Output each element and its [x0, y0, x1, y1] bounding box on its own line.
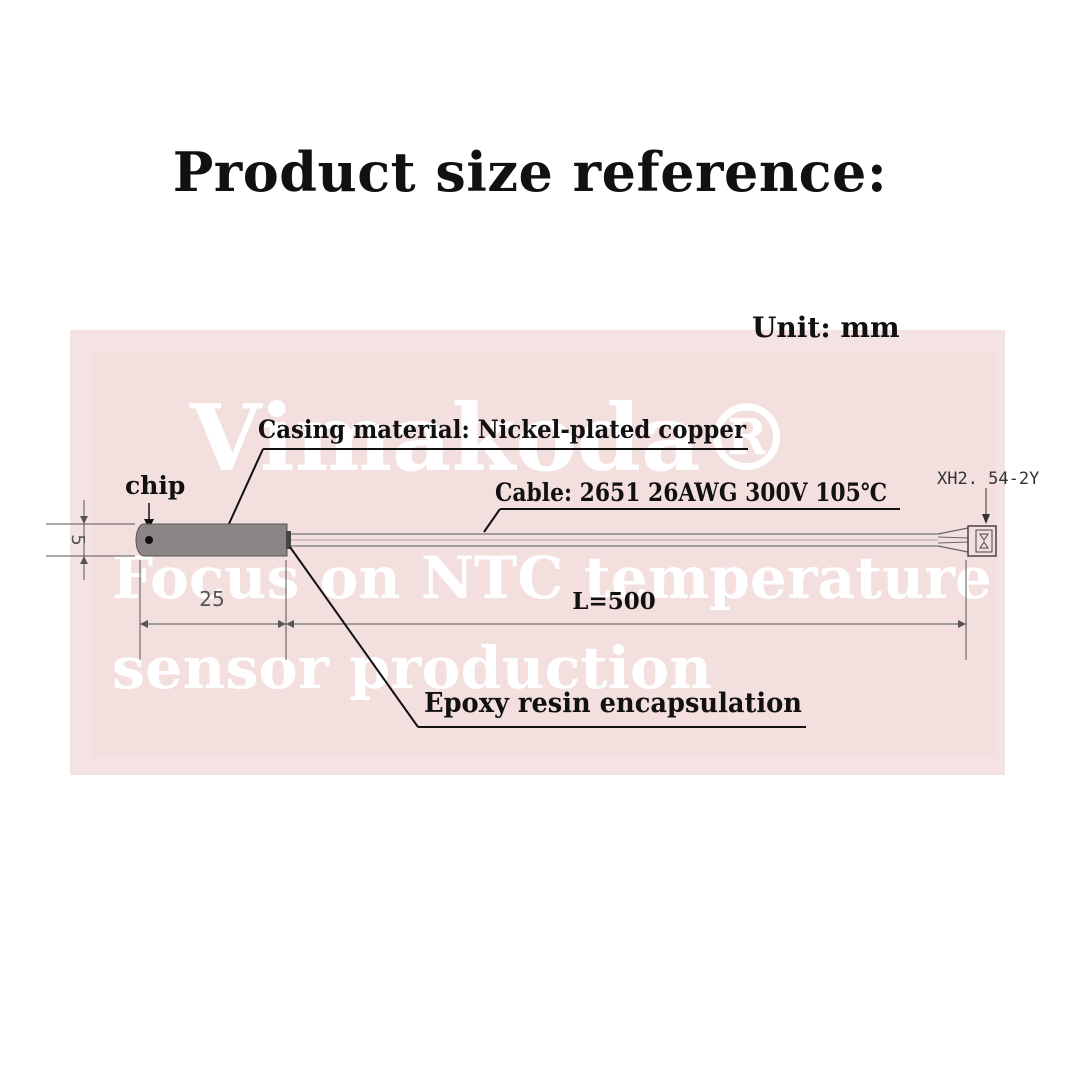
- unit-label: Unit: mm: [752, 311, 900, 344]
- cable-callout-label: Cable: 2651 26AWG 300V 105℃: [495, 478, 887, 507]
- watermark-brand: Vimakoda®: [189, 384, 793, 492]
- page-title: Product size reference:: [172, 140, 888, 204]
- watermark-line2: sensor production: [112, 634, 712, 702]
- probe-cable-collar: [286, 531, 291, 549]
- epoxy-callout-label: Epoxy resin encapsulation: [424, 688, 802, 719]
- casing-leader-line: [227, 448, 264, 527]
- diameter-value: 5: [67, 534, 88, 545]
- cable-leader-line: [483, 508, 501, 533]
- probe-length-dimension: [139, 560, 287, 660]
- connector-label: XH2. 54-2Y: [937, 469, 1039, 489]
- casing-callout-label: Casing material: Nickel-plated copper: [258, 415, 747, 444]
- epoxy-leader-line: [289, 546, 419, 728]
- connector-arrow-head: [982, 514, 990, 524]
- chip-label: chip: [125, 471, 185, 500]
- probe-length-value: 25: [199, 587, 224, 611]
- xh-connector: [937, 525, 997, 557]
- diameter-dimension: [46, 500, 135, 580]
- cable-length-dimension: [286, 560, 967, 660]
- chip-dot: [145, 536, 153, 544]
- cable-length-value: L=500: [572, 588, 655, 615]
- probe-body: [135, 523, 288, 557]
